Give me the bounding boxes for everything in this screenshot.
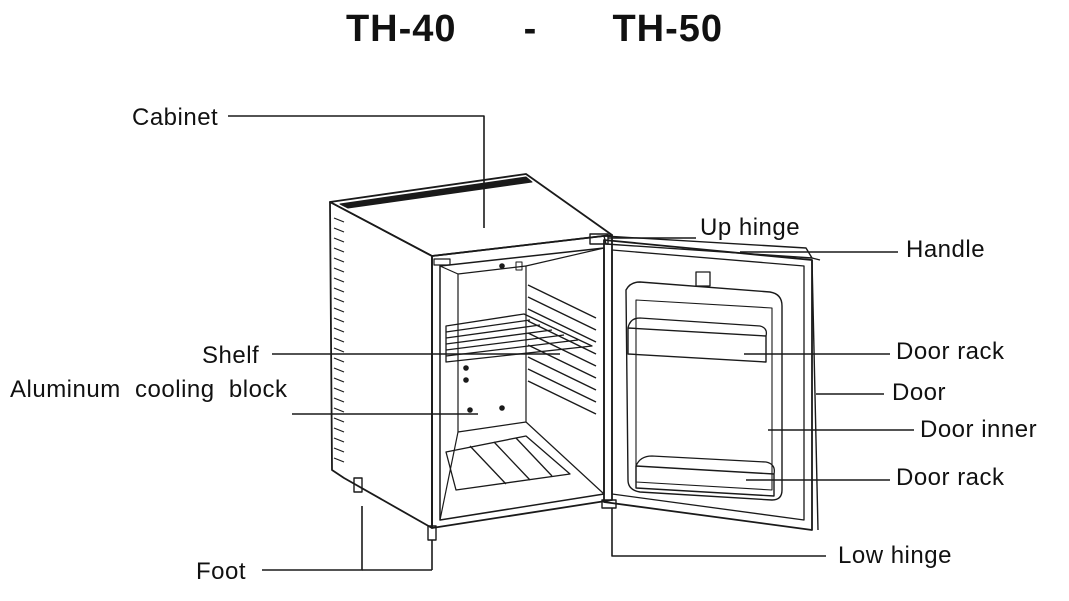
foot-left <box>353 477 363 493</box>
shelf-rails <box>527 284 597 415</box>
leader-cabinet <box>228 115 485 228</box>
label-door: Door <box>892 379 947 406</box>
model-separator: - <box>523 8 538 50</box>
diagram-title: TH-40 - TH-50 <box>0 8 1069 51</box>
cabinet-interior <box>439 247 605 521</box>
door-rack-top <box>627 317 768 363</box>
label-door-rack-top: Door rack <box>896 338 1005 365</box>
label-aluminum-cooling-block: Aluminum cooling block <box>10 376 288 403</box>
leader-lines <box>228 115 914 571</box>
leader-foot <box>262 506 363 571</box>
cabinet-body <box>329 173 613 541</box>
leader-low-hinge <box>611 508 826 557</box>
label-shelf: Shelf <box>202 342 260 369</box>
label-door-inner: Door inner <box>920 416 1038 443</box>
bottom-rack <box>445 435 571 491</box>
low-hinge <box>601 499 617 509</box>
up-hinge <box>589 233 609 245</box>
label-foot: Foot <box>196 558 247 585</box>
wire-shelf <box>445 313 593 363</box>
label-handle: Handle <box>906 236 986 263</box>
label-cabinet: Cabinet <box>132 104 219 131</box>
label-door-rack-bottom: Door rack <box>896 464 1005 491</box>
label-up-hinge: Up hinge <box>700 214 801 241</box>
door <box>589 233 821 531</box>
model-left: TH-40 <box>345 8 457 50</box>
model-right: TH-50 <box>612 8 724 50</box>
door-rack-bottom <box>635 455 775 497</box>
side-vent <box>333 217 345 463</box>
label-low-hinge: Low hinge <box>838 542 952 569</box>
